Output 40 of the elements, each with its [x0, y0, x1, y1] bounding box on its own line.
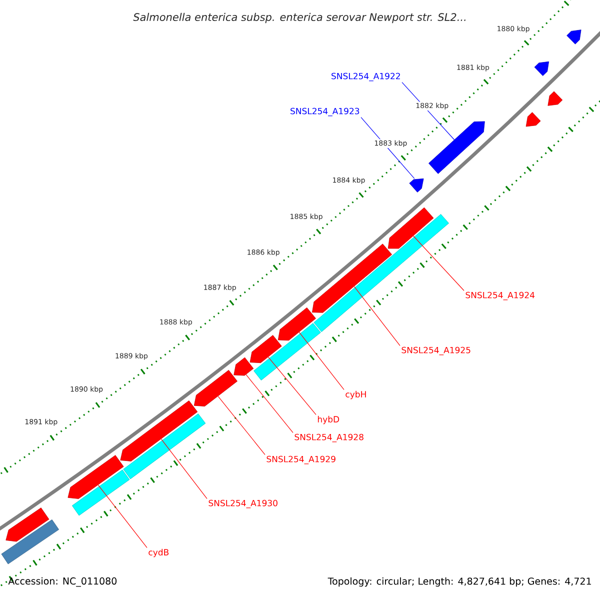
- gene-feature: [234, 357, 254, 376]
- gene-feature: [250, 335, 282, 364]
- gene-label: SNSL254_A1925: [402, 346, 470, 356]
- genome-summary: Topology: circular; Length: 4,827,641 bp; Genes: 4,721: [328, 577, 591, 587]
- gene-feature: [428, 121, 485, 174]
- gene-feature: [278, 307, 316, 341]
- gene-label: cybH: [346, 390, 366, 400]
- gene-bar: [72, 470, 130, 516]
- leader-line: [98, 484, 148, 548]
- gene-label: SNSL254_A1923: [290, 108, 360, 116]
- gene-feature: [534, 61, 550, 76]
- accession-text: Accession: NC_011080: [8, 577, 117, 587]
- gene-bar: [123, 414, 206, 480]
- gene-label: hybD: [318, 416, 340, 424]
- gene-feature: [566, 30, 582, 44]
- gene-feature: [388, 207, 434, 249]
- gene-label: SNSL254_A1924: [466, 292, 535, 300]
- gene-label: SNSL254_A1929: [266, 456, 336, 464]
- gene-label: SNSL254_A1930: [208, 500, 278, 508]
- leader-line: [298, 332, 344, 390]
- gene-bar: [1, 519, 60, 564]
- gene-feature: [526, 112, 541, 127]
- leader-line: [413, 236, 464, 291]
- leader-line: [354, 286, 400, 346]
- gene-feature: [68, 455, 124, 499]
- gene-label: SNSL254_A1928: [294, 434, 364, 442]
- gene-feature: [120, 400, 198, 462]
- gene-feature: [409, 178, 424, 192]
- gene-label: SNSL254_A1922: [332, 72, 400, 82]
- title: Salmonella enterica subsp. enterica serovar Newport str. SL2...: [133, 12, 466, 24]
- gene-feature: [548, 91, 563, 106]
- gene-feature: [312, 244, 392, 313]
- gene-feature: [194, 370, 238, 406]
- leader-line: [268, 356, 316, 415]
- leader-line: [246, 374, 294, 433]
- leader-line: [161, 438, 208, 499]
- gene-label: cydB: [148, 548, 169, 558]
- gene-feature: [6, 508, 50, 542]
- gene-bar: [254, 323, 321, 380]
- leader-line: [218, 396, 266, 455]
